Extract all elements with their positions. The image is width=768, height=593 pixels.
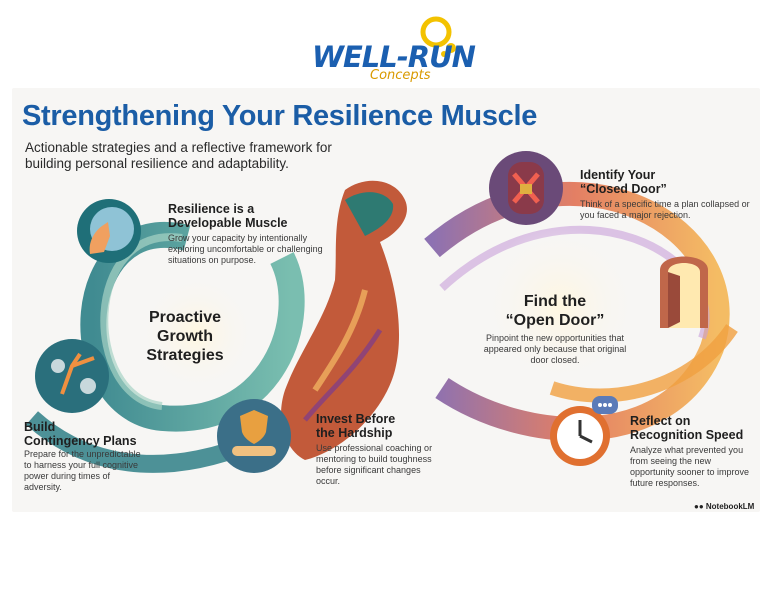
item-title-line: Resilience is a xyxy=(168,202,255,216)
page-title: Strengthening Your Resilience Muscle xyxy=(22,100,538,132)
item-recognition-speed: Reflect on Recognition Speed Analyze wha… xyxy=(630,414,756,489)
item-title-line: Reflect on xyxy=(630,414,691,428)
notebooklm-badge: ●● NotebookLM xyxy=(694,502,754,511)
item-title-line: “Closed Door” xyxy=(580,182,667,196)
notebooklm-icon: ●● xyxy=(694,502,706,511)
item-title-line: Build xyxy=(24,420,56,434)
item-title-line: Contingency Plans xyxy=(24,434,137,448)
item-body: Analyze what prevented you from seeing t… xyxy=(630,445,750,488)
logo-subtext: Concepts xyxy=(370,68,431,83)
brand-logo: WELL-RUN Concepts xyxy=(300,14,480,86)
item-title: Build Contingency Plans xyxy=(24,420,164,448)
page-subtitle: Actionable strategies and a reflective f… xyxy=(25,140,332,171)
label-line: “Open Door” xyxy=(505,312,605,329)
item-closed-door: Identify Your “Closed Door” Think of a s… xyxy=(580,168,750,221)
item-body: Prepare for the unpredictable to harness… xyxy=(24,449,141,492)
item-body: Think of a specific time a plan collapse… xyxy=(580,199,750,220)
badge-label: NotebookLM xyxy=(705,502,755,511)
label-line: Strategies xyxy=(146,347,224,364)
item-title: Resilience is a Developable Muscle xyxy=(168,202,338,230)
logo-wordmark: WELL-RUN xyxy=(312,40,476,74)
open-door-title: Find the “Open Door” xyxy=(480,292,630,330)
item-title-line: Developable Muscle xyxy=(168,216,288,230)
item-title: Invest Before the Hardship xyxy=(316,412,456,440)
item-body: Use professional coaching or mentoring t… xyxy=(316,443,433,486)
open-door-icon xyxy=(660,256,708,328)
arrows-and-gears-icon xyxy=(35,339,109,413)
item-title-line: Recognition Speed xyxy=(630,428,744,442)
proactive-growth-label: Proactive Growth Strategies xyxy=(130,308,240,365)
item-invest-before-hardship: Invest Before the Hardship Use professio… xyxy=(316,412,456,487)
shield-handshake-icon xyxy=(217,399,291,473)
item-title: Identify Your “Closed Door” xyxy=(580,168,750,196)
item-contingency-plans: Build Contingency Plans Prepare for the … xyxy=(24,420,164,493)
lightbulb-icon xyxy=(420,16,456,57)
label-line: Find the xyxy=(523,293,587,310)
item-body: Pinpoint the new opportunities that appe… xyxy=(483,333,627,365)
hand-on-sphere-icon xyxy=(77,199,141,263)
label-line: Proactive xyxy=(148,309,222,326)
item-title-line: Identify Your xyxy=(580,168,656,182)
item-title: Reflect on Recognition Speed xyxy=(630,414,756,442)
flexed-arm-icon xyxy=(281,180,407,460)
label-line: Growth xyxy=(157,328,213,345)
item-title-line: Invest Before xyxy=(316,412,396,426)
item-developable-muscle: Resilience is a Developable Muscle Grow … xyxy=(168,202,338,266)
locked-door-icon xyxy=(489,151,563,225)
item-title-line: the Hardship xyxy=(316,426,393,440)
item-body: Grow your capacity by intentionally expl… xyxy=(168,233,323,265)
stopwatch-icon xyxy=(550,396,618,466)
item-open-door: Find the “Open Door” Pinpoint the new op… xyxy=(480,292,630,366)
